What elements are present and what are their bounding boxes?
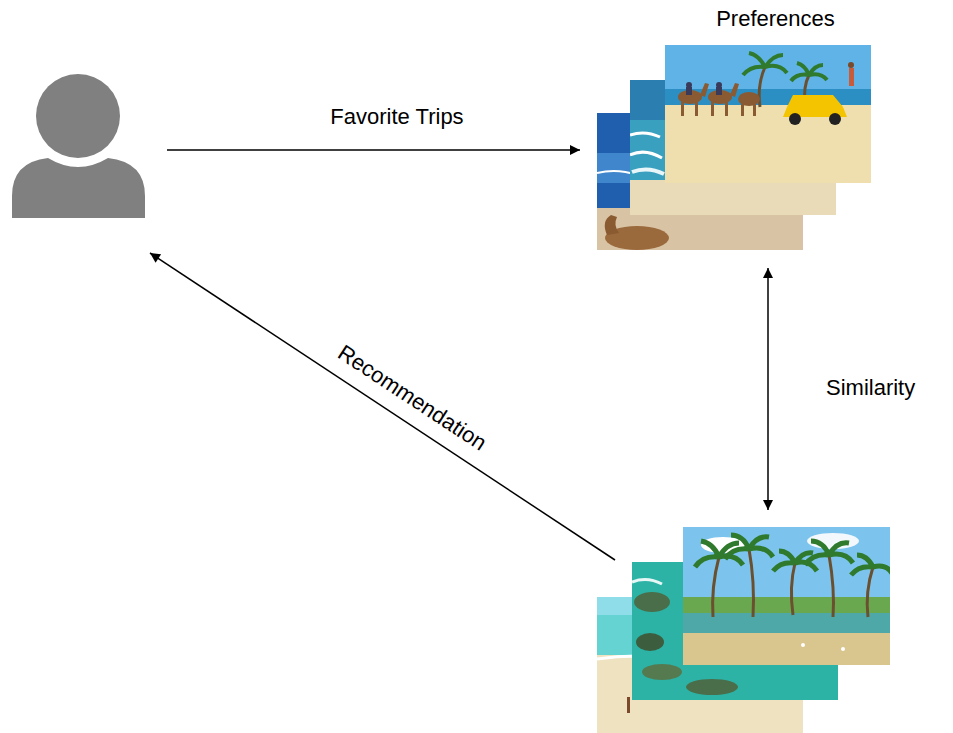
destination-photo — [683, 633, 890, 665]
trip-photo — [700, 83, 709, 97]
destination-photo — [801, 643, 805, 647]
user-icon — [36, 74, 120, 158]
destination-photo — [791, 563, 795, 615]
trip-photo — [743, 53, 787, 75]
trip-photo — [678, 83, 760, 116]
trip-photo — [605, 215, 619, 235]
destination-photo — [695, 535, 893, 575]
trip-photo — [665, 45, 871, 183]
trip-photo — [632, 169, 664, 174]
trip-photo — [791, 63, 827, 81]
destination-photo — [851, 555, 893, 575]
trip-photo — [630, 180, 836, 215]
destination-photo — [829, 555, 834, 617]
user-icon — [12, 74, 145, 218]
trip-photo — [730, 83, 739, 97]
destination-photo — [683, 527, 890, 665]
trip-photo — [753, 102, 756, 116]
recommendation-stack — [597, 527, 890, 733]
trip-photo — [741, 102, 744, 116]
user-icon — [12, 158, 145, 218]
edge-label: Similarity — [826, 374, 915, 402]
trip-photo — [789, 113, 801, 125]
trip-photo — [686, 82, 722, 95]
trip-photo — [849, 68, 854, 86]
trip-photo — [759, 67, 765, 107]
destination-photo — [636, 633, 664, 651]
edge-label: Recommendation — [332, 339, 491, 457]
trip-photo — [695, 100, 698, 116]
destination-photo — [841, 647, 845, 651]
destination-photo — [713, 557, 719, 617]
flow-arrow — [167, 149, 580, 151]
destination-photo — [632, 579, 662, 584]
trip-photo — [681, 100, 684, 116]
flow-arrow — [767, 268, 769, 510]
trip-photo — [686, 87, 692, 95]
trip-photo — [630, 133, 660, 137]
trip-photo — [848, 62, 854, 68]
destination-photo — [627, 697, 630, 713]
trip-photo — [630, 152, 662, 158]
destination-photo — [725, 535, 773, 559]
destination-photo — [749, 549, 754, 617]
destination-photo — [867, 567, 873, 617]
trip-photo — [716, 87, 722, 95]
destination-photo — [642, 664, 682, 680]
destination-photo — [695, 541, 743, 567]
destination-photo — [683, 527, 893, 665]
trip-photo — [665, 45, 871, 93]
destination-photo — [634, 592, 670, 612]
destination-photo — [805, 541, 853, 565]
trip-photo — [829, 113, 841, 125]
trip-photo — [711, 100, 714, 116]
edge-label: Favorite Trips — [330, 103, 463, 131]
node-heading: Preferences — [597, 5, 872, 33]
trip-photo — [725, 100, 728, 116]
flow-arrow — [150, 253, 615, 560]
preferences-stack: Preferences — [597, 5, 872, 252]
trip-photo — [665, 105, 871, 183]
user-node — [10, 75, 147, 220]
destination-photo — [686, 679, 738, 695]
